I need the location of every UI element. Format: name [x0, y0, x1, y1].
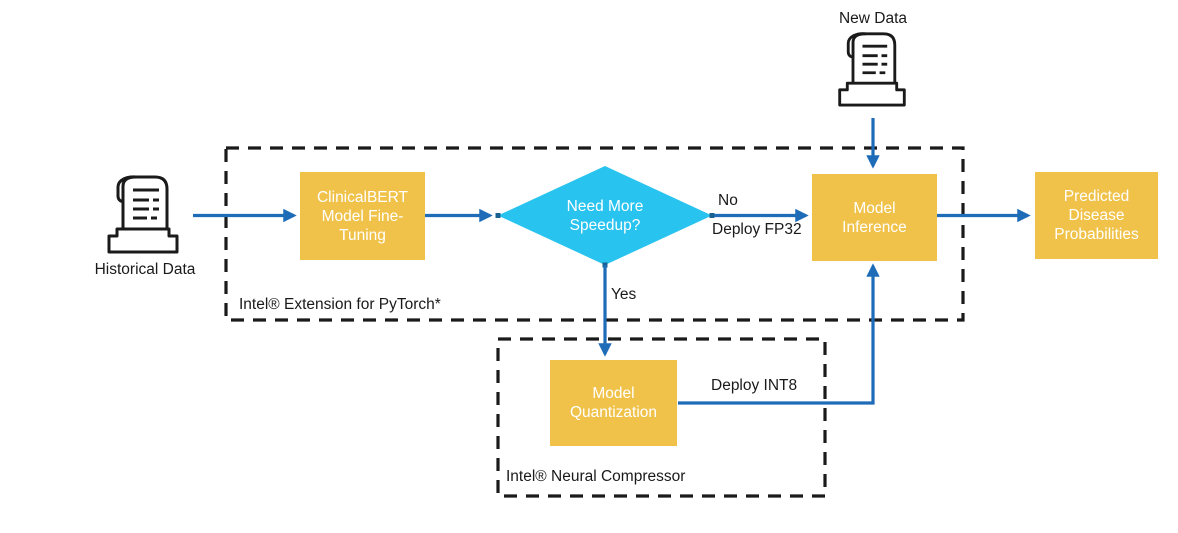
- inc-container-label: Intel® Neural Compressor: [506, 468, 686, 485]
- arrow-quantization-to-inference-int8: [678, 263, 880, 405]
- node-model-inference: Model Inference: [812, 174, 937, 261]
- decision-diamond: [498, 166, 712, 265]
- edge-label-deploy-int8: Deploy INT8: [711, 377, 798, 394]
- new-data-scroll-icon: [838, 32, 906, 107]
- historical-data-label: Historical Data: [94, 261, 196, 278]
- ipex-dashed-container: [224, 146, 965, 322]
- inc-dashed-container: [496, 337, 827, 498]
- edge-label-no: No: [718, 192, 738, 209]
- new-data-label: New Data: [838, 10, 908, 27]
- node-predicted-probabilities: Predicted Disease Probabilities: [1035, 172, 1158, 259]
- node-model-quantization: Model Quantization: [550, 360, 677, 446]
- diamond-left-anchor-dot: [495, 213, 501, 218]
- diamond-right-anchor-dot: [709, 213, 715, 218]
- edge-label-deploy-fp32: Deploy FP32: [712, 221, 802, 238]
- node-clinicalbert-finetuning: ClinicalBERT Model Fine- Tuning: [300, 172, 425, 260]
- decision-diamond-label: Need More Speedup?: [566, 197, 644, 234]
- historical-data-scroll-icon: [107, 175, 179, 254]
- ipex-container-label: Intel® Extension for PyTorch*: [239, 296, 441, 313]
- edge-label-yes: Yes: [611, 286, 637, 303]
